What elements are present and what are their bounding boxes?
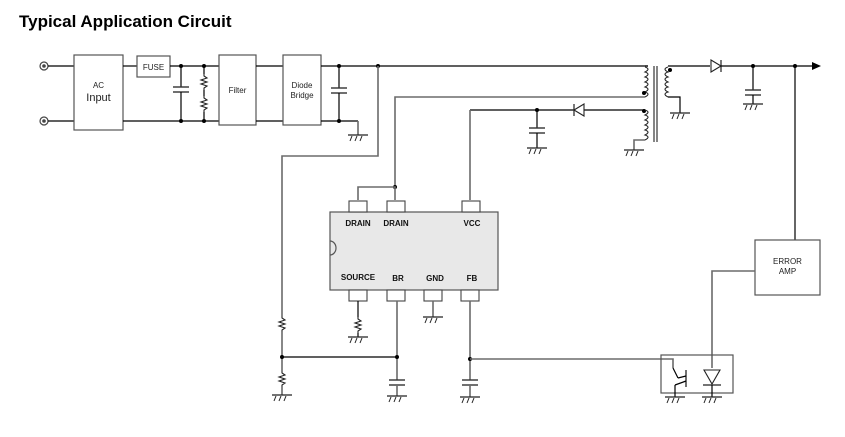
- optocoupler: [660, 354, 734, 404]
- fb-capacitor: [461, 379, 479, 386]
- pin-source: [348, 289, 368, 302]
- source-sense-resistor: [354, 316, 362, 334]
- ground-symbol: [526, 147, 548, 155]
- vcc-capacitor: [528, 127, 546, 134]
- transformer-aux-winding: [623, 109, 649, 157]
- bleeder-resistor-2: [200, 95, 208, 113]
- aux-diode: [572, 103, 585, 117]
- fuse-block: FUSE: [136, 55, 171, 78]
- pin-label-gnd: GND: [426, 274, 444, 283]
- transformer-primary: [642, 65, 649, 98]
- ground-symbol: [347, 134, 369, 142]
- diode-bridge-block: Diode Bridge: [282, 54, 322, 126]
- ic-notch: [329, 240, 337, 256]
- pin-gnd: [423, 289, 443, 302]
- ground-symbol: [623, 149, 645, 157]
- page-title: Typical Application Circuit: [19, 12, 232, 31]
- output-capacitor: [744, 89, 762, 96]
- filter-label: Filter: [229, 86, 247, 95]
- error-amp-block: ERROR AMP: [754, 239, 821, 296]
- pin-drain-2: [386, 200, 406, 213]
- diode-bridge-label-2: Bridge: [290, 91, 314, 100]
- bleeder-resistor-1: [200, 73, 208, 91]
- error-amp-label-2: AMP: [779, 267, 796, 276]
- controller-ic: DRAIN DRAIN VCC SOURCE BR GND FB: [329, 200, 499, 302]
- ac-terminal-bottom: [39, 116, 49, 126]
- transformer-secondary: [664, 65, 710, 120]
- ground-symbol: [271, 394, 293, 402]
- x-capacitor: [172, 86, 190, 93]
- fuse-label: FUSE: [143, 63, 164, 72]
- pin-label-drain-1: DRAIN: [345, 219, 371, 228]
- ground-symbol: [742, 103, 764, 111]
- filter-block: Filter: [218, 54, 257, 126]
- pin-label-drain-2: DRAIN: [383, 219, 409, 228]
- br-resistor-top: [278, 315, 286, 333]
- ground-symbol: [347, 336, 369, 344]
- pin-vcc: [461, 200, 481, 213]
- ac-input-block: AC Input: [73, 54, 124, 131]
- pin-drain-1: [348, 200, 368, 213]
- pin-br: [386, 289, 406, 302]
- pin-label-fb: FB: [467, 274, 478, 283]
- ground-symbol: [459, 396, 481, 404]
- bulk-capacitor: [330, 87, 348, 94]
- error-amp-label-1: ERROR: [773, 257, 802, 266]
- pin-label-br: BR: [392, 274, 404, 283]
- pin-label-source: SOURCE: [341, 273, 376, 282]
- diode-bridge-label-1: Diode: [292, 81, 313, 90]
- ground-symbol: [669, 112, 691, 120]
- ground-symbol: [422, 316, 444, 324]
- ac-terminal-top: [39, 61, 49, 71]
- ground-symbol: [386, 395, 408, 403]
- ac-input-label-2: Input: [86, 92, 110, 104]
- ac-input-label-1: AC: [93, 81, 104, 90]
- br-capacitor: [388, 379, 406, 386]
- br-resistor-bottom: [278, 370, 286, 388]
- output-arrow-icon: [812, 62, 821, 70]
- pin-label-vcc: VCC: [464, 219, 481, 228]
- led-diode-icon: [703, 369, 721, 386]
- ground-symbol: [664, 396, 686, 404]
- ground-symbol: [701, 396, 723, 404]
- output-diode: [710, 59, 723, 73]
- pin-fb: [460, 289, 480, 302]
